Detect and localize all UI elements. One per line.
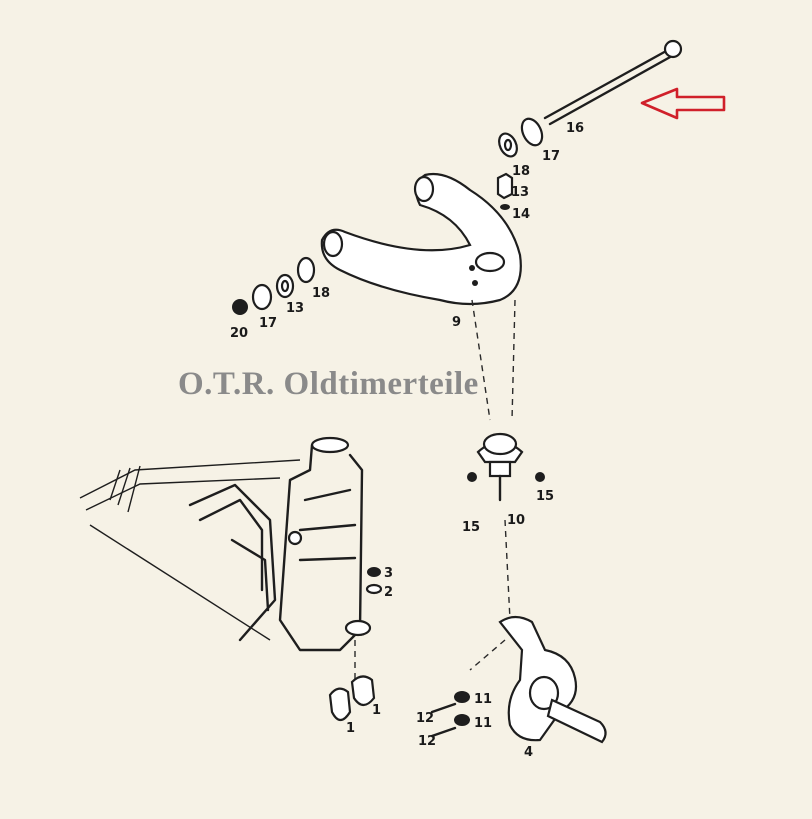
washers-right [496, 117, 544, 210]
left-arrow-icon [640, 87, 726, 120]
part-label: 2 [384, 585, 393, 600]
part-label: 20 [230, 326, 248, 341]
part-label: 1 [346, 721, 355, 736]
part-label: 3 [384, 566, 393, 581]
part-label: 11 [474, 716, 492, 731]
part-label: 13 [286, 301, 304, 316]
assembly-line [469, 639, 506, 671]
pivot-bolt-16 [543, 39, 683, 126]
part-label: 9 [452, 315, 461, 330]
part-label: 4 [524, 745, 533, 760]
assembly-line [471, 299, 516, 421]
part-label: 16 [566, 121, 584, 136]
steering-knuckle-4 [498, 615, 607, 744]
washers-left [232, 256, 316, 315]
part-label: 12 [416, 711, 434, 726]
spring-tower [278, 436, 372, 652]
part-label: 17 [259, 316, 277, 331]
part-label: 13 [511, 185, 529, 200]
chassis-frame [79, 459, 301, 642]
assembly-line [504, 519, 511, 621]
part-label: 1 [372, 703, 381, 718]
ball-joint-10 [467, 432, 545, 502]
part-label: 12 [418, 734, 436, 749]
part-label: 10 [507, 513, 525, 528]
part-label: 17 [542, 149, 560, 164]
watermark: O.T.R. Oldtimerteile [178, 366, 479, 402]
part-label: 14 [512, 207, 530, 222]
nuts-3-2 [365, 567, 383, 595]
part-label: 15 [536, 489, 554, 504]
part-label: 18 [512, 164, 530, 179]
upper-control-arm-9 [320, 172, 522, 306]
bolts-12-nuts-11 [430, 691, 470, 738]
part-label: 15 [462, 520, 480, 535]
bump-stops-1 [328, 675, 376, 722]
part-label: 18 [312, 286, 330, 301]
part-label: 11 [474, 692, 492, 707]
